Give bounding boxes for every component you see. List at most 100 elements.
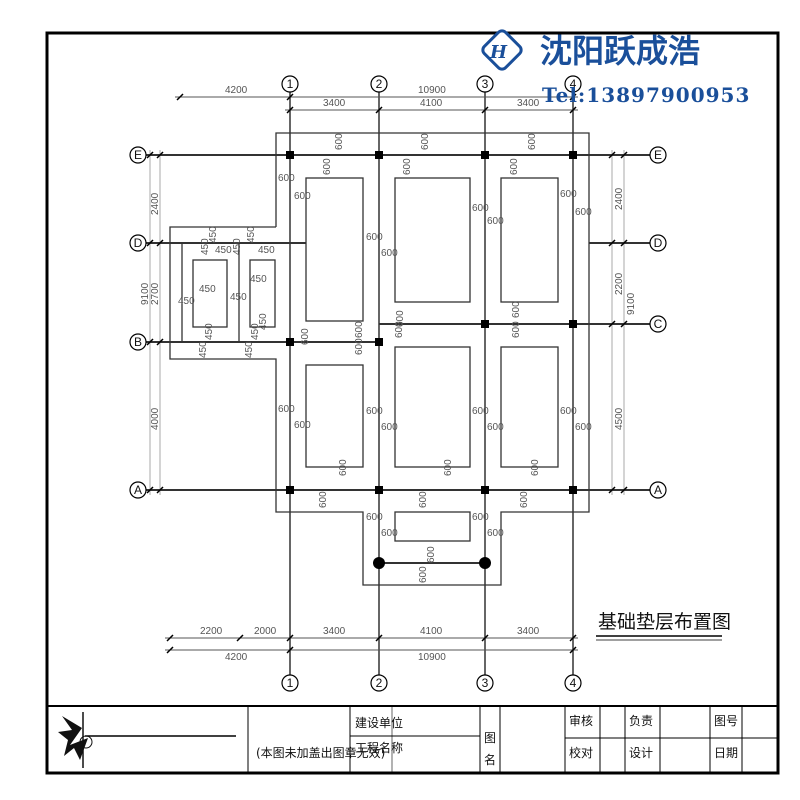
pad-width-label: 600 (575, 422, 592, 433)
dimension-tick (146, 486, 154, 494)
pad-outlines (169, 132, 590, 586)
pad-width-label: 600 (354, 338, 365, 355)
svg-text:4: 4 (570, 77, 577, 91)
dimension-tick (146, 151, 154, 159)
axis-bubble-A: A (649, 481, 667, 499)
pad-width-label: 600 (294, 420, 311, 431)
pad-width-label: 600 (278, 173, 295, 184)
grid-lines (146, 92, 650, 675)
dimension-tick (286, 634, 294, 642)
validity-note: (本图未加盖出图章无效) (256, 745, 385, 760)
dimension-tick (375, 106, 383, 114)
dimension-tick (569, 646, 577, 654)
dimension-tick (608, 486, 616, 494)
dimension-tick (156, 338, 164, 346)
axis-bubble-D: D (649, 234, 667, 252)
pad-width-label: 600 (511, 301, 522, 318)
pad-width-label: 450 (198, 341, 209, 358)
column-square (569, 151, 577, 159)
axis-bubble-D: D (129, 234, 147, 252)
pad-width-label: 600 (509, 158, 520, 175)
dim-left-2700: 2700 (150, 282, 161, 305)
pad-width-label: 450 (199, 284, 216, 295)
dim-top-4100: 4100 (420, 98, 443, 109)
column-square (569, 320, 577, 328)
dimension-tick (286, 93, 294, 101)
dimension-tick (146, 239, 154, 247)
dim-bottom-3400: 3400 (517, 626, 540, 637)
svg-text:C: C (654, 317, 663, 331)
pad-width-label: 600 (420, 133, 431, 150)
column-square (481, 151, 489, 159)
pad-width-label: 450 (178, 296, 195, 307)
dimension-tick (608, 320, 616, 328)
pad-width-label: 450 (232, 238, 243, 255)
columns (286, 151, 577, 494)
dimension-tick (156, 151, 164, 159)
column-square (286, 151, 294, 159)
dim-left-4000: 4000 (150, 407, 161, 430)
dim-top-3400: 3400 (517, 98, 540, 109)
svg-text:D: D (134, 236, 143, 250)
column-square (286, 486, 294, 494)
dimension-tick (620, 239, 628, 247)
pad-width-label: 600 (354, 321, 365, 338)
pad-width-label: 600 (394, 321, 405, 338)
pad-width-label: 600 (487, 422, 504, 433)
dimension-tick (146, 338, 154, 346)
dimension-tick (481, 106, 489, 114)
pad-width-label: 600 (366, 512, 383, 523)
dim-bottom-4200: 4200 (225, 652, 248, 663)
pad-width-label: 450 (250, 274, 267, 285)
pad-width-label: 600 (322, 158, 333, 175)
pad-width-label: 600 (395, 310, 406, 327)
axis-bubble-2: 2 (370, 674, 388, 692)
watermark-company: 沈阳跃成浩 (540, 32, 700, 70)
axis-bubble-4: 4 (564, 674, 582, 692)
svg-text:3: 3 (482, 676, 489, 690)
pad-width-label: 600 (418, 566, 429, 583)
watermark-tel: Tel:13897900953 (542, 83, 750, 107)
pad-width-label: 600 (381, 422, 398, 433)
axis-bubble-4: 4 (564, 75, 582, 93)
dim-right-2200: 2200 (614, 272, 625, 295)
pad-width-label: 600 (318, 491, 329, 508)
drawing-title: 基础垫层布置图 (598, 611, 731, 633)
svg-text:D: D (654, 236, 663, 250)
dim-bottom-4100: 4100 (420, 626, 443, 637)
title-block-grid (85, 706, 778, 773)
check-label: 校对 (569, 745, 593, 760)
svg-text:A: A (134, 483, 142, 497)
column-square (481, 320, 489, 328)
pad-width-label: 600 (511, 321, 522, 338)
svg-text:E: E (134, 148, 142, 162)
pad-width-label: 600 (294, 191, 311, 202)
pad-width-label: 600 (334, 133, 345, 150)
pad-width-label: 450 (204, 323, 215, 340)
dim-top-10900: 10900 (418, 85, 446, 96)
pad-width-label: 600 (402, 158, 413, 175)
dimension-tick (620, 486, 628, 494)
pad-width-label: 600 (560, 189, 577, 200)
pad-width-label: 600 (366, 232, 383, 243)
pad-width-label: 600 (575, 207, 592, 218)
svg-text:2: 2 (376, 676, 383, 690)
pad-width-label: 450 (258, 313, 269, 330)
svg-text:4: 4 (570, 676, 577, 690)
svg-text:2: 2 (376, 77, 383, 91)
dim-bottom-3400: 3400 (323, 626, 346, 637)
dim-right-9100: 9100 (626, 292, 637, 315)
dimension-tick (375, 634, 383, 642)
round-column (479, 557, 491, 569)
pad-width-label: 450 (244, 341, 255, 358)
dimension-tick (166, 634, 174, 642)
pad-width-label: 600 (527, 133, 538, 150)
designer-logo-icon (58, 712, 93, 768)
svg-text:H: H (489, 42, 508, 63)
svg-text:B: B (134, 335, 142, 349)
review-label: 审核 (569, 713, 593, 728)
pad-width-label: 600 (366, 406, 383, 417)
pad-width-label: 600 (472, 203, 489, 214)
axis-bubble-A: A (129, 481, 147, 499)
